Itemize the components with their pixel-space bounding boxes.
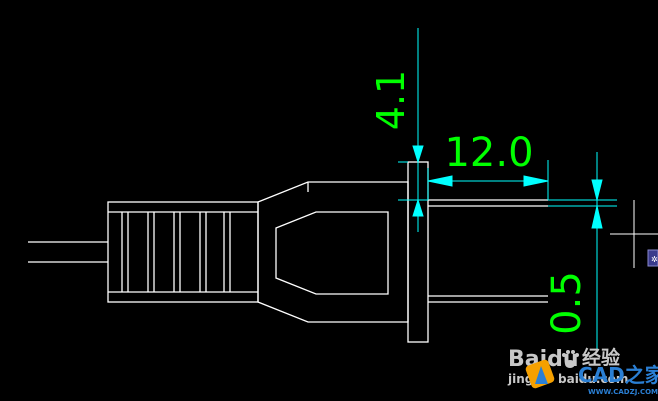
baidu-paw-icon bbox=[562, 350, 579, 368]
dim-12-arrow-left bbox=[427, 175, 453, 187]
dim-0-5-arrow-top bbox=[591, 179, 603, 201]
cad-url-text: WWW.CADZJ.COM bbox=[588, 388, 658, 396]
dim-4-1-arrow-top bbox=[412, 145, 424, 164]
dim-thickness-text: 0.5 bbox=[544, 271, 590, 335]
cadzj-logo: CAD之家 WWW.CADZJ.COM bbox=[525, 359, 658, 396]
settings-square-icon[interactable]: ✲ bbox=[647, 249, 658, 267]
baidu-watermark: Baidu 经验 jing baidu.com bbox=[507, 346, 628, 386]
dim-4-1-arrow-bottom bbox=[412, 198, 424, 217]
dim-0-5-arrow-bottom bbox=[591, 205, 603, 229]
grip-body bbox=[107, 201, 259, 303]
crosshair-cursor-icon bbox=[610, 200, 658, 268]
head-recess bbox=[275, 211, 389, 295]
baidu-url-suffix-text: baidu.com bbox=[558, 372, 628, 386]
grip-ribs bbox=[121, 212, 231, 292]
cad-logo-triangle-icon bbox=[535, 366, 548, 384]
dim-length-text: 12.0 bbox=[444, 130, 533, 176]
dim-12-arrow-right bbox=[523, 175, 549, 187]
cad-logo-text: CAD之家 bbox=[578, 363, 658, 387]
svg-text:✲: ✲ bbox=[651, 255, 658, 264]
plug-head bbox=[257, 181, 409, 323]
dim-height-text: 4.1 bbox=[369, 70, 413, 130]
baidu-url-prefix-text: jing bbox=[507, 372, 533, 386]
baidu-suffix-text: 经验 bbox=[582, 346, 621, 369]
plug-outline bbox=[28, 161, 548, 343]
dimension-lines bbox=[398, 28, 617, 350]
